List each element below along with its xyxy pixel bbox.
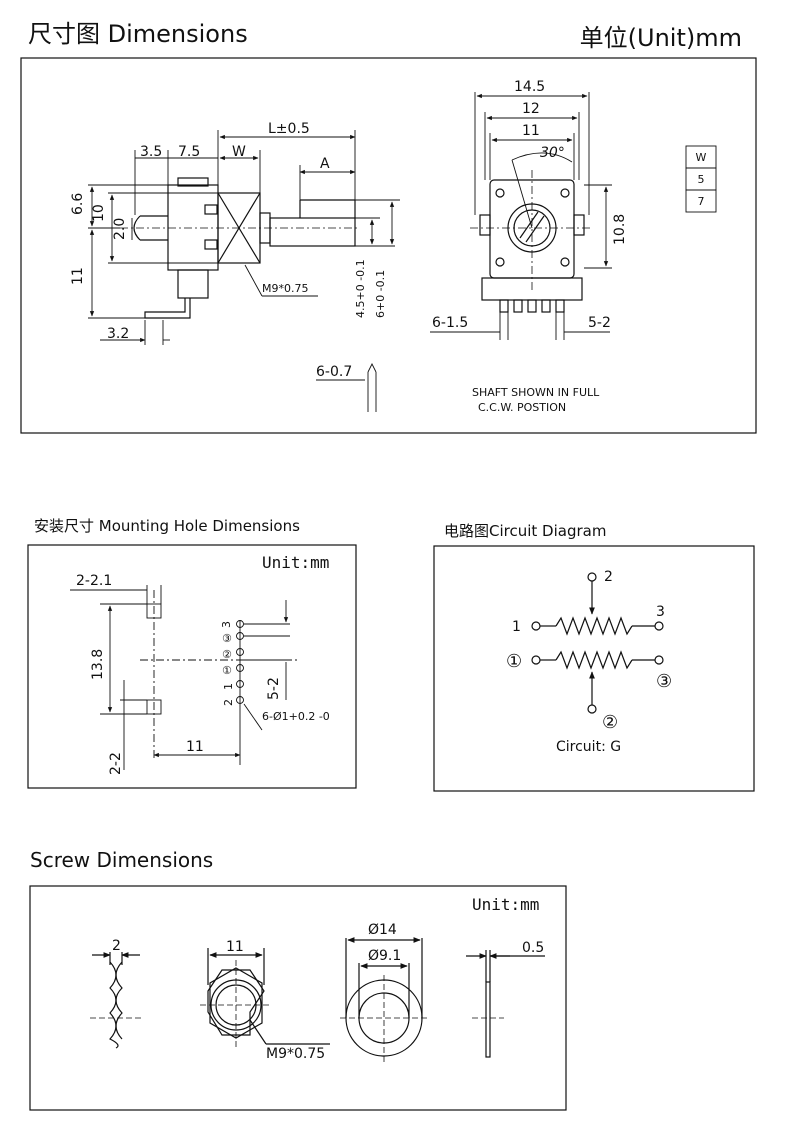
- mounting-dim-13-8: 13.8: [90, 649, 106, 680]
- screw-dim-0-5: 0.5: [522, 940, 544, 956]
- dim-4-5: 4.5+0 -0.1: [354, 259, 367, 318]
- washer-side-view: [466, 950, 545, 1058]
- screw-dim-9-1: Ø9.1: [368, 948, 401, 964]
- circuit-schematic: [531, 572, 664, 714]
- pin-circle-label: ③: [222, 632, 232, 645]
- w-table-row: 7: [698, 195, 705, 208]
- pin-dim: 6-0.7: [316, 364, 352, 380]
- dim-11-front: 11: [522, 123, 540, 139]
- dim-2-0: 2.0: [112, 218, 128, 240]
- dim-14-5: 14.5: [514, 79, 545, 95]
- side-view: [120, 177, 360, 319]
- screw-dim-14: Ø14: [368, 922, 397, 938]
- mounting-dim-2-2-1: 2-2.1: [76, 573, 112, 589]
- dim-6-1-5: 6-1.5: [432, 315, 468, 331]
- dim-5-2: 5-2: [588, 315, 611, 331]
- dim-w: W: [232, 144, 246, 160]
- screw-title: Screw Dimensions: [30, 848, 214, 872]
- w-table: W 5 7: [685, 145, 717, 213]
- pin-circle-label: ①: [222, 664, 232, 677]
- dim-12: 12: [522, 101, 540, 117]
- pin-label: 3: [220, 621, 233, 628]
- nut-front-view: [200, 948, 330, 1048]
- circuit-node-1: 1: [512, 619, 521, 635]
- pin-label: 2: [222, 699, 235, 706]
- pin-circle-label: ②: [222, 648, 232, 661]
- thread-label: M9*0.75: [262, 282, 308, 295]
- front-view: [470, 170, 590, 313]
- mounting-frame: [27, 544, 357, 789]
- dim-7-5: 7.5: [178, 144, 200, 160]
- circuit-node-c1: ①: [506, 651, 522, 672]
- dim-11: 11: [70, 267, 86, 285]
- note-line-1: SHAFT SHOWN IN FULL: [472, 386, 600, 399]
- mounting-title: 安装尺寸 Mounting Hole Dimensions: [34, 517, 300, 535]
- mounting-unit: Unit:mm: [262, 553, 329, 572]
- dim-6-6: 6.6: [70, 193, 86, 215]
- screw-dim-11: 11: [226, 939, 244, 955]
- pin-label: 1: [222, 683, 235, 690]
- screw-thread: M9*0.75: [266, 1046, 325, 1062]
- page-title: 尺寸图 Dimensions: [28, 20, 248, 48]
- unit-label: 单位(Unit)mm: [579, 24, 742, 52]
- circuit-title: 电路图Circuit Diagram: [444, 522, 607, 540]
- washer-front-view: [340, 937, 428, 1062]
- mounting-dim-11: 11: [186, 739, 204, 755]
- screw-dim-2: 2: [112, 938, 121, 954]
- circuit-node-3: 3: [656, 604, 665, 620]
- note-line-2: C.C.W. POSTION: [478, 401, 566, 414]
- dim-a: A: [320, 156, 330, 172]
- mounting-hole-label: 6-Ø1+0.2 -0: [262, 710, 330, 723]
- w-table-header: W: [696, 151, 707, 164]
- dim-l: L±0.5: [268, 121, 310, 137]
- dim-10: 10: [91, 204, 107, 222]
- mounting-drawing: [70, 585, 300, 770]
- circuit-node-c3: ③: [656, 671, 672, 692]
- w-table-row: 5: [698, 173, 705, 186]
- dim-3-5: 3.5: [140, 144, 162, 160]
- circuit-caption: Circuit: G: [556, 739, 621, 755]
- mounting-dim-5-2: 5-2: [266, 677, 282, 700]
- side-view-dims: [88, 130, 400, 412]
- dim-6: 6+0 -0.1: [374, 270, 387, 318]
- dim-3-2: 3.2: [107, 326, 129, 342]
- nut-side-view: [90, 952, 142, 1049]
- main-drawing-frame: [20, 57, 757, 434]
- dim-10-8: 10.8: [612, 214, 628, 245]
- circuit-node-2: 2: [604, 569, 613, 585]
- angle-label: 30°: [540, 145, 565, 161]
- circuit-node-c2: ②: [602, 712, 618, 733]
- front-view-dims: [430, 92, 612, 340]
- screw-frame: [29, 885, 567, 1111]
- mounting-dim-2-2: 2-2: [108, 752, 124, 775]
- screw-unit: Unit:mm: [472, 895, 539, 914]
- circuit-frame: [433, 545, 755, 792]
